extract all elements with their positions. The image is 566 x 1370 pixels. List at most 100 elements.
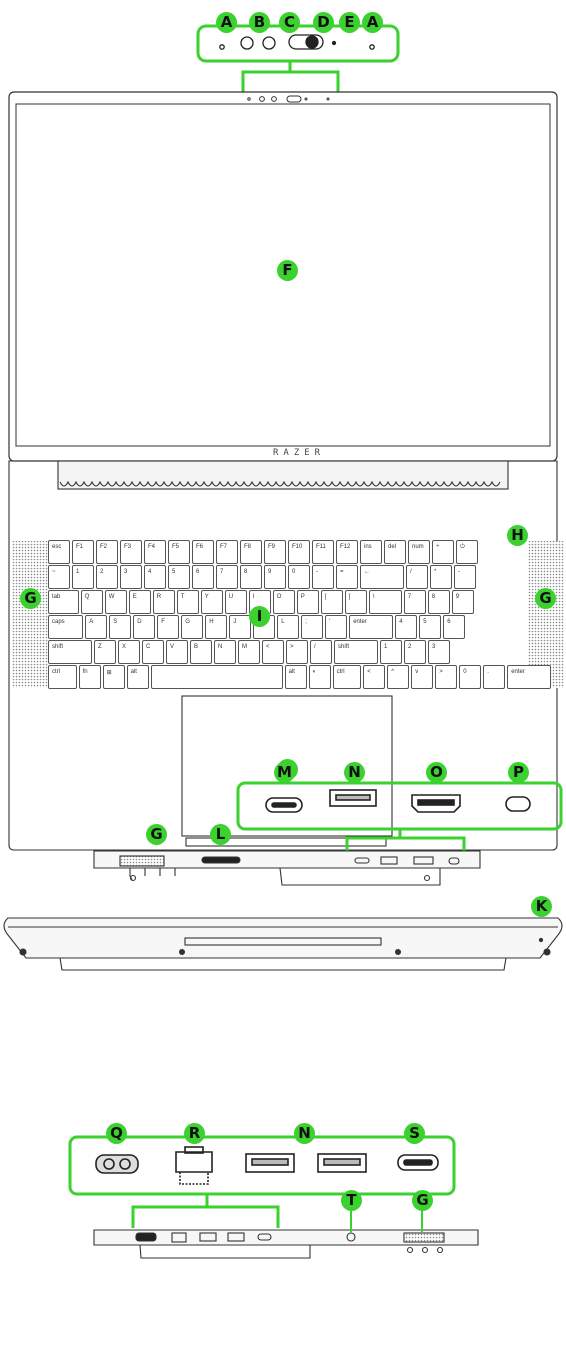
left-ports-callout [238,783,561,858]
key[interactable]: 5 [419,615,441,639]
key[interactable]: R [153,590,175,614]
key[interactable]: ^ [387,665,409,689]
key[interactable]: Y [201,590,223,614]
key[interactable]: E [129,590,151,614]
key[interactable]: S [109,615,131,639]
key[interactable]: D [133,615,155,639]
key[interactable]: ins [360,540,382,564]
key[interactable]: L [277,615,299,639]
key[interactable]: - [454,565,476,589]
key[interactable]: . [483,665,505,689]
key[interactable]: H [205,615,227,639]
key[interactable]: ctrl [333,665,362,689]
key[interactable]: M [238,640,260,664]
key[interactable]: > [435,665,457,689]
key[interactable]: shift [48,640,92,664]
key[interactable]: 2 [96,565,118,589]
key[interactable]: enter [507,665,551,689]
key[interactable]: ctrl [48,665,77,689]
key[interactable]: shift [334,640,378,664]
key[interactable]: - [312,565,334,589]
key[interactable]: F [157,615,179,639]
key[interactable]: ÷ [432,540,454,564]
key[interactable]: ; [301,615,323,639]
key-label: alt [131,669,137,675]
key[interactable]: / [406,565,428,589]
key[interactable]: v [411,665,433,689]
key[interactable]: F9 [264,540,286,564]
key[interactable]: < [262,640,284,664]
key[interactable]: F4 [144,540,166,564]
key[interactable]: 9 [264,565,286,589]
key[interactable]: 3 [120,565,142,589]
key[interactable]: ⏻ [456,540,478,564]
key[interactable]: 0 [288,565,310,589]
key[interactable]: 1 [72,565,94,589]
key[interactable]: 6 [192,565,214,589]
key[interactable]: Z [94,640,116,664]
key[interactable]: 8 [240,565,262,589]
key[interactable] [151,665,283,689]
key[interactable]: F6 [192,540,214,564]
key[interactable]: ] [345,590,367,614]
key[interactable]: / [310,640,332,664]
key[interactable]: ' [325,615,347,639]
key-label: 2 [408,644,411,650]
key[interactable]: \ [369,590,402,614]
key[interactable]: X [118,640,140,664]
key[interactable]: 4 [395,615,417,639]
key[interactable]: 7 [216,565,238,589]
key[interactable]: 4 [144,565,166,589]
key[interactable]: 6 [443,615,465,639]
key[interactable]: O [273,590,295,614]
key[interactable]: V [166,640,188,664]
key[interactable]: = [336,565,358,589]
key[interactable]: 1 [380,640,402,664]
key-label: ' [329,619,330,625]
key[interactable]: F7 [216,540,238,564]
key[interactable]: * [430,565,452,589]
key[interactable]: N [214,640,236,664]
key[interactable]: 0 [459,665,481,689]
key[interactable]: ← [360,565,404,589]
key[interactable]: F3 [120,540,142,564]
key[interactable]: caps [48,615,83,639]
key[interactable]: alt [127,665,149,689]
key[interactable]: J [229,615,251,639]
key[interactable]: F10 [288,540,310,564]
key[interactable]: 3 [428,640,450,664]
key[interactable]: enter [349,615,393,639]
key[interactable]: P [297,590,319,614]
key[interactable]: Q [81,590,103,614]
key[interactable]: F5 [168,540,190,564]
key[interactable]: C [142,640,164,664]
key[interactable]: 7 [404,590,426,614]
key[interactable]: < [363,665,385,689]
key[interactable]: fn [79,665,101,689]
key[interactable]: ⊞ [103,665,125,689]
key[interactable]: 9 [452,590,474,614]
key[interactable]: W [105,590,127,614]
key[interactable]: T [177,590,199,614]
key[interactable]: tab [48,590,79,614]
key[interactable]: F8 [240,540,262,564]
key[interactable]: F11 [312,540,334,564]
key[interactable]: ◐ [309,665,331,689]
key[interactable]: B [190,640,212,664]
key[interactable]: 8 [428,590,450,614]
key[interactable]: F2 [96,540,118,564]
key[interactable]: G [181,615,203,639]
key[interactable]: ~ [48,565,70,589]
key[interactable]: num [408,540,430,564]
key[interactable]: alt [285,665,307,689]
key[interactable]: F12 [336,540,358,564]
key[interactable]: > [286,640,308,664]
key[interactable]: 2 [404,640,426,664]
key[interactable]: A [85,615,107,639]
key[interactable]: [ [321,590,343,614]
key[interactable]: esc [48,540,70,564]
key[interactable]: U [225,590,247,614]
key[interactable]: del [384,540,406,564]
key[interactable]: F1 [72,540,94,564]
key[interactable]: 5 [168,565,190,589]
